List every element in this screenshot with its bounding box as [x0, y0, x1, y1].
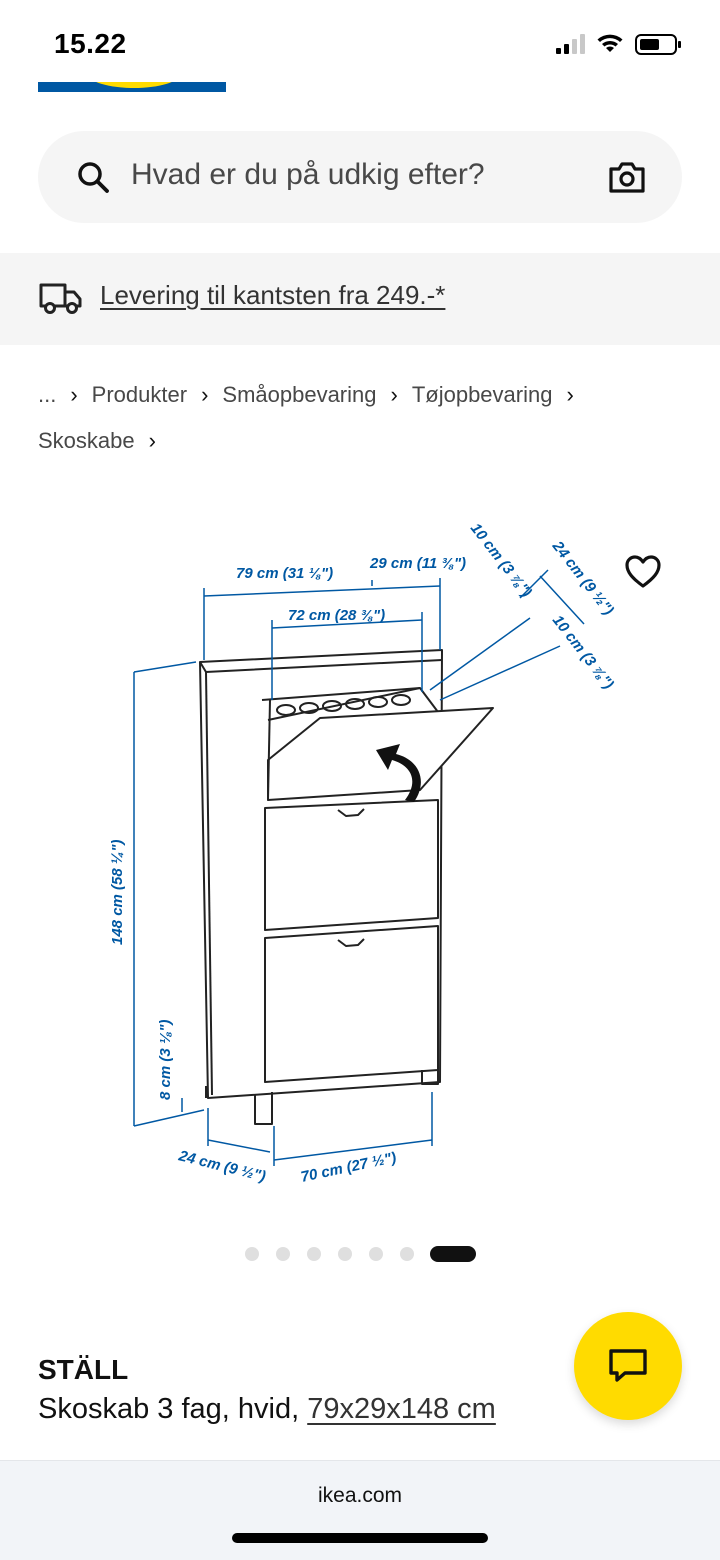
dim-base-depth: 24 cm (9 ½")	[176, 1147, 267, 1185]
breadcrumb-item[interactable]: Skoskabe	[38, 428, 135, 453]
chevron-right-icon: ›	[70, 382, 78, 407]
delivery-link[interactable]: Levering til kantsten fra 249.-*	[100, 280, 446, 310]
status-icons	[556, 34, 681, 55]
product-image[interactable]: 79 cm (31 ⅛") 29 cm (11 ⅜") 72 cm (28 ⅜"…	[0, 500, 720, 1220]
dim-flap-depth: 24 cm (9 ½")	[548, 537, 617, 618]
carousel-dot[interactable]	[369, 1247, 383, 1261]
dim-flap-top: 10 cm (3 ⅞")	[467, 520, 535, 600]
breadcrumb-item[interactable]: Produkter	[91, 382, 188, 407]
delivery-banner	[0, 253, 720, 345]
wifi-icon	[597, 34, 623, 52]
dim-flap-side: 10 cm (3 ⅞")	[549, 612, 617, 692]
breadcrumb-item[interactable]: Småopbevaring	[222, 382, 377, 407]
carousel-dot[interactable]	[307, 1247, 321, 1261]
browser-bottom-bar	[0, 1460, 720, 1560]
dim-leg-height: 8 cm (3 ⅛")	[157, 1020, 174, 1100]
status-bar: 15.22	[0, 0, 720, 80]
carousel-dot[interactable]	[400, 1247, 414, 1261]
heart-icon[interactable]	[624, 554, 662, 590]
product-description-text: Skoskab 3 fag, hvid,	[38, 1393, 308, 1425]
ikea-logo[interactable]	[38, 82, 226, 92]
chevron-right-icon: ›	[390, 382, 398, 407]
dim-depth-total: 29 cm (11 ⅜")	[369, 555, 466, 572]
product-size-link[interactable]: 79x29x148 cm	[307, 1393, 496, 1425]
carousel-dot[interactable]	[245, 1247, 259, 1261]
product-description: Skoskab 3 fag, hvid, 79x29x148 cm	[38, 1393, 496, 1426]
dim-width-total: 79 cm (31 ⅛")	[236, 565, 333, 582]
cellular-signal-icon	[556, 34, 585, 54]
carousel-dot[interactable]	[276, 1247, 290, 1261]
breadcrumb: ... › Produkter › Småopbevaring › Tøjopbevarin…	[38, 372, 688, 464]
chat-icon	[609, 1349, 647, 1382]
search-icon[interactable]	[76, 160, 110, 194]
breadcrumb-item[interactable]: Tøjopbevaring	[411, 382, 553, 407]
chevron-right-icon: ›	[566, 382, 574, 407]
truck-icon	[39, 283, 82, 314]
breadcrumb-ellipsis[interactable]: ...	[38, 382, 57, 407]
search-bar[interactable]	[38, 131, 682, 223]
search-input[interactable]: Hvad er du på udkig efter?	[131, 158, 485, 191]
carousel-dot-active[interactable]	[430, 1246, 476, 1262]
status-time: 15.22	[54, 28, 127, 59]
chevron-right-icon: ›	[148, 428, 156, 453]
camera-icon[interactable]	[608, 160, 646, 194]
url-display[interactable]: ikea.com	[317, 1484, 403, 1507]
dim-inner-width: 72 cm (28 ⅜")	[288, 607, 385, 624]
carousel-dot[interactable]	[338, 1247, 352, 1261]
dim-height-total: 148 cm (58 ¼")	[109, 839, 126, 945]
chevron-right-icon: ›	[201, 382, 209, 407]
product-name: STÄLL	[38, 1354, 129, 1385]
chat-button[interactable]	[574, 1312, 682, 1420]
home-indicator[interactable]	[232, 1533, 488, 1543]
carousel-indicator[interactable]	[0, 1242, 720, 1266]
battery-icon	[635, 34, 681, 55]
